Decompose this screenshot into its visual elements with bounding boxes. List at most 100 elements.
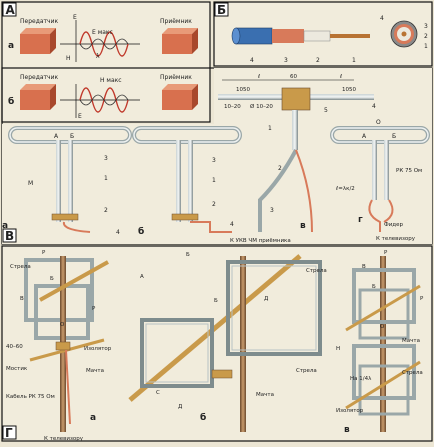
g-b-arrow-label-2: Стрела <box>296 368 317 374</box>
h-label-a: H <box>66 55 71 62</box>
v-a-num-2: 2 <box>104 207 108 214</box>
v-g-cable: РК 75 Ом <box>396 168 422 174</box>
v-a-dim-m: М <box>28 180 33 187</box>
g-v-dim-b: Б <box>372 284 376 290</box>
g-v-letter: в <box>344 425 350 435</box>
g-a-arrow-label: Стрела <box>10 264 31 270</box>
g-a-dim-p: Р <box>42 250 46 256</box>
coax-num-3: 3 <box>284 57 288 64</box>
xsec-num-4: 4 <box>380 15 384 22</box>
v-a-num-3: 3 <box>104 155 108 162</box>
g-v-insulator: Изолятор <box>336 408 364 414</box>
coax-cable <box>231 27 370 45</box>
g-b-dim-a: А <box>140 274 144 280</box>
row-b-letter: б <box>8 96 14 107</box>
v-v-dim-right: 1050 <box>342 87 356 93</box>
v-v-dim-gap: 10–20 <box>224 104 241 110</box>
v-g-formula: ℓ=λк/2 <box>335 186 355 192</box>
g-v-dim-v: В <box>362 264 366 270</box>
v-v-dim-dia: Ø 10–20 <box>250 103 273 110</box>
v-v-dim-l-left: ℓ <box>257 74 260 80</box>
g-a-dim-p2: Р <box>92 306 96 312</box>
v-v-num-4: 4 <box>372 103 376 110</box>
g-b-dim-b2: Б <box>214 298 218 304</box>
v-g-to-tv: К телевизору <box>376 236 416 242</box>
g-b-letter: б <box>200 412 206 423</box>
panel-v-tag <box>2 228 17 243</box>
v-g-point-a: А <box>362 133 367 140</box>
receiver-box-a <box>162 28 198 54</box>
g-a-dim-v: В <box>20 296 24 302</box>
g-b-arrow-label: Стрела <box>306 268 327 274</box>
g-v-arrow-label: Стрела <box>402 370 423 376</box>
panel-a-tag <box>2 2 17 17</box>
panel-a-letter: А <box>6 3 16 17</box>
coax-num-1: 1 <box>352 57 356 64</box>
g-v-quarter-wave: На 1/4λ <box>350 376 372 382</box>
v-g-letter: г <box>358 215 363 225</box>
v-a-point-b: Б <box>70 133 74 140</box>
panel-b-tag <box>214 2 229 17</box>
g-a-letter: а <box>90 413 96 423</box>
g-b-mast: Мачта <box>256 392 274 398</box>
v-v-dim-60: 60 <box>290 74 297 80</box>
xsec-num-2: 2 <box>424 33 428 40</box>
v-v-num-3: 3 <box>270 207 274 214</box>
transmitter-box-b <box>20 84 56 110</box>
coax-num-4: 4 <box>250 57 254 64</box>
folded-dipole-b <box>132 126 242 233</box>
v-g-point-b: Б <box>392 133 396 140</box>
lambda-label-a: λ <box>96 53 100 60</box>
wave-h-a <box>79 38 129 50</box>
v-v-dim-l-right: ℓ <box>339 74 342 80</box>
transmitter-box-a <box>20 28 56 54</box>
g-b-dim-d2: Д <box>178 404 183 410</box>
wave-e-b <box>79 94 129 106</box>
field-label-b: H макс <box>100 77 122 84</box>
fm-dipole <box>218 79 374 233</box>
xsec-num-1: 1 <box>424 43 428 50</box>
v-b-num-1: 1 <box>212 177 216 184</box>
g-b-dim-c: С <box>156 390 160 396</box>
v-b-num-3: 3 <box>212 157 216 164</box>
twin-square-antenna-b <box>128 254 322 432</box>
folded-dipole-a <box>8 126 132 233</box>
transmitter-label-a: Передатчик <box>20 18 58 25</box>
panel-v: В а М А Б 3 1 2 4 б 3 1 2 4 <box>1 67 433 245</box>
row-a-letter: а <box>8 41 14 51</box>
v-b-letter: б <box>138 226 144 237</box>
field-label-a: E макс <box>92 29 113 36</box>
v-v-feeder: К УКВ ЧМ приёмника <box>230 238 291 244</box>
v-v-letter: в <box>300 221 306 231</box>
g-v-dim-p2: Р <box>420 296 424 302</box>
v-g-feeder: Фидер <box>384 222 403 228</box>
v-v-num-5: 5 <box>324 107 328 114</box>
stacked-square-antenna-v <box>345 256 421 432</box>
g-a-to-tv: К телевизору <box>44 436 84 442</box>
g-a-dim-b: Б <box>50 276 54 282</box>
panel-b: Б 4 3 2 1 4 3 2 1 <box>213 1 433 67</box>
receiver-label-a: Приёмник <box>160 18 192 25</box>
panel-a: А а Передатчик E H E макс λ Приёмник б П… <box>1 1 211 123</box>
g-v-dim-p: Р <box>384 250 388 256</box>
panel-g-letter: Г <box>5 426 13 440</box>
coax-cross-section <box>390 20 418 48</box>
v-a-point-a: А <box>54 133 59 140</box>
double-square-antenna-a <box>24 256 109 432</box>
v-v-num-2: 2 <box>278 165 282 172</box>
transmitter-label-b: Передатчик <box>20 74 58 81</box>
g-a-bridge: Мостик <box>6 366 28 372</box>
xsec-num-3: 3 <box>424 23 428 30</box>
e-label-b: E <box>78 113 82 120</box>
v-v-dim-left: 1050 <box>236 87 250 93</box>
panel-b-letter: Б <box>217 3 226 17</box>
v-g-dim-o: О <box>376 119 381 126</box>
panel-g: Г Р Стрела В Б О Р 40–60 Изолятор Мостик… <box>1 245 433 442</box>
v-b-num-4: 4 <box>230 221 234 228</box>
receiver-box-b <box>162 84 198 110</box>
g-a-mast: Мачта <box>86 368 104 374</box>
g-a-dim-4060: 40–60 <box>6 344 23 350</box>
g-a-cable: Кабель РК 75 Ом <box>6 394 55 400</box>
v-a-num-1: 1 <box>104 175 108 182</box>
